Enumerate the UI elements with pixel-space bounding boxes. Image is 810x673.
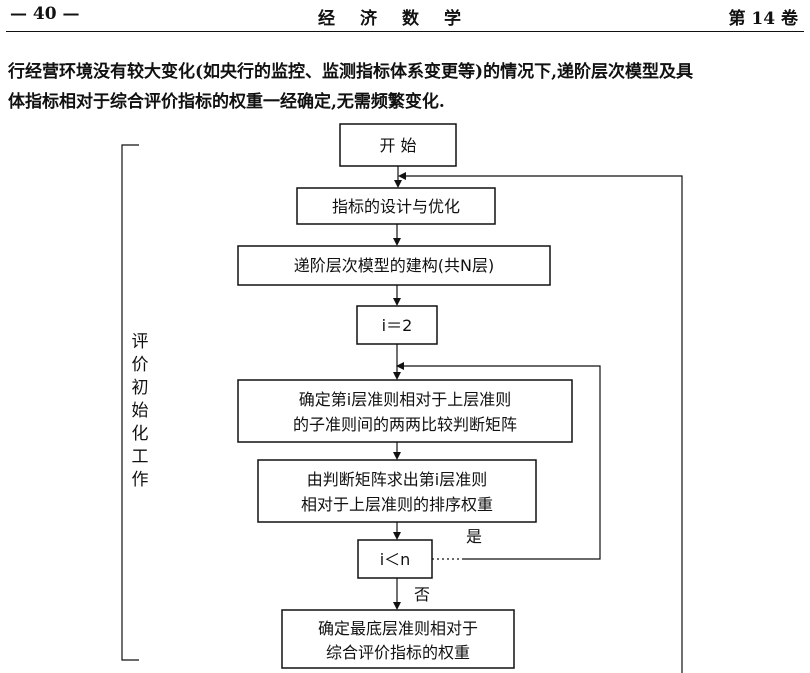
judge-matrix-box [237, 379, 573, 443]
yes-label: 是 [466, 527, 482, 546]
judge-matrix-line-2: 的子准则间的两两比较判断矩阵 [293, 415, 517, 434]
arrow-head [393, 452, 401, 460]
arrow-head [396, 362, 404, 370]
rank-weight-line-1: 由判断矩阵求出第i层准则 [307, 470, 487, 489]
arrow-head [398, 172, 406, 180]
design-label: 指标的设计与优化 [332, 197, 460, 216]
init-label: i＝2 [382, 316, 413, 335]
arrow-head [394, 180, 402, 188]
design-box [296, 187, 496, 225]
side-label-char: 评 [132, 332, 149, 352]
side-label: 评 价 初 始 化 工 作 [132, 332, 149, 490]
judge-matrix-line-1: 确定第i层准则相对于上层准则 [299, 390, 511, 409]
paragraph-line-1: 行经营环境没有较大变化(如央行的监控、监测指标体系变更等)的情况下,递阶层次模型… [8, 62, 694, 82]
rank-weight-box [257, 459, 537, 523]
side-label-char: 作 [132, 470, 149, 490]
side-label-char: 始 [132, 401, 149, 421]
header-rule [6, 31, 804, 32]
arrow-head [393, 532, 401, 540]
arrow-head [393, 602, 401, 610]
init-box [356, 305, 438, 345]
journal-title: 经济数学 [318, 9, 486, 29]
side-label-char: 初 [132, 378, 149, 398]
side-label-char: 工 [132, 447, 149, 467]
rank-weight-line-2: 相对于上层准则的排序权重 [301, 495, 493, 514]
loop-back-line [400, 365, 601, 560]
arrow-head [393, 372, 401, 380]
final-line-2: 综合评价指标的权重 [326, 643, 470, 662]
arrow-head [393, 298, 401, 306]
hierarchy-label: 递阶层次模型的建构(共N层) [294, 256, 494, 275]
arrow-head [393, 238, 401, 246]
volume-label: 第 14 卷 [728, 9, 799, 29]
page-number: — 40 — [10, 4, 80, 24]
final-box [281, 609, 515, 669]
side-label-char: 化 [132, 424, 149, 444]
hierarchy-box [237, 245, 551, 286]
side-label-char: 价 [132, 355, 149, 375]
condition-box [357, 539, 433, 579]
start-label: 开 始 [379, 136, 416, 155]
condition-label: i＜n [380, 550, 411, 569]
side-bracket [121, 144, 139, 661]
paragraph-line-2: 体指标相对于综合评价指标的权重一经确定,无需频繁变化. [8, 92, 445, 112]
final-line-1: 确定最底层准则相对于 [318, 619, 478, 638]
no-label: 否 [414, 585, 430, 604]
outer-loop-line [402, 175, 683, 673]
